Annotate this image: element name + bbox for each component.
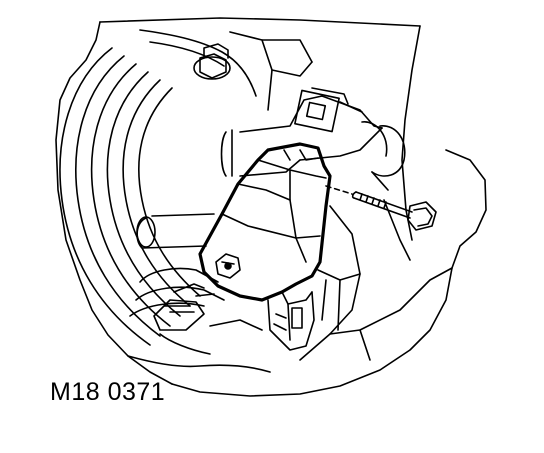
sensor-module-detail: [222, 150, 326, 262]
sensor-module: [200, 144, 330, 300]
top-hex-nut: [194, 44, 230, 79]
figure-reference-code: M18 0371: [50, 378, 166, 406]
alignment-line: [326, 186, 352, 194]
hose-connector: [295, 88, 362, 132]
hose-clamp: [130, 269, 224, 355]
right-bracket: [300, 172, 452, 360]
lower-pipe: [137, 130, 232, 248]
view-boundary: [56, 18, 486, 396]
lower-casting: [128, 320, 270, 372]
throttle-housing: [60, 30, 312, 345]
module-fixing-nut: [216, 254, 240, 278]
electrical-connector: [268, 292, 314, 350]
